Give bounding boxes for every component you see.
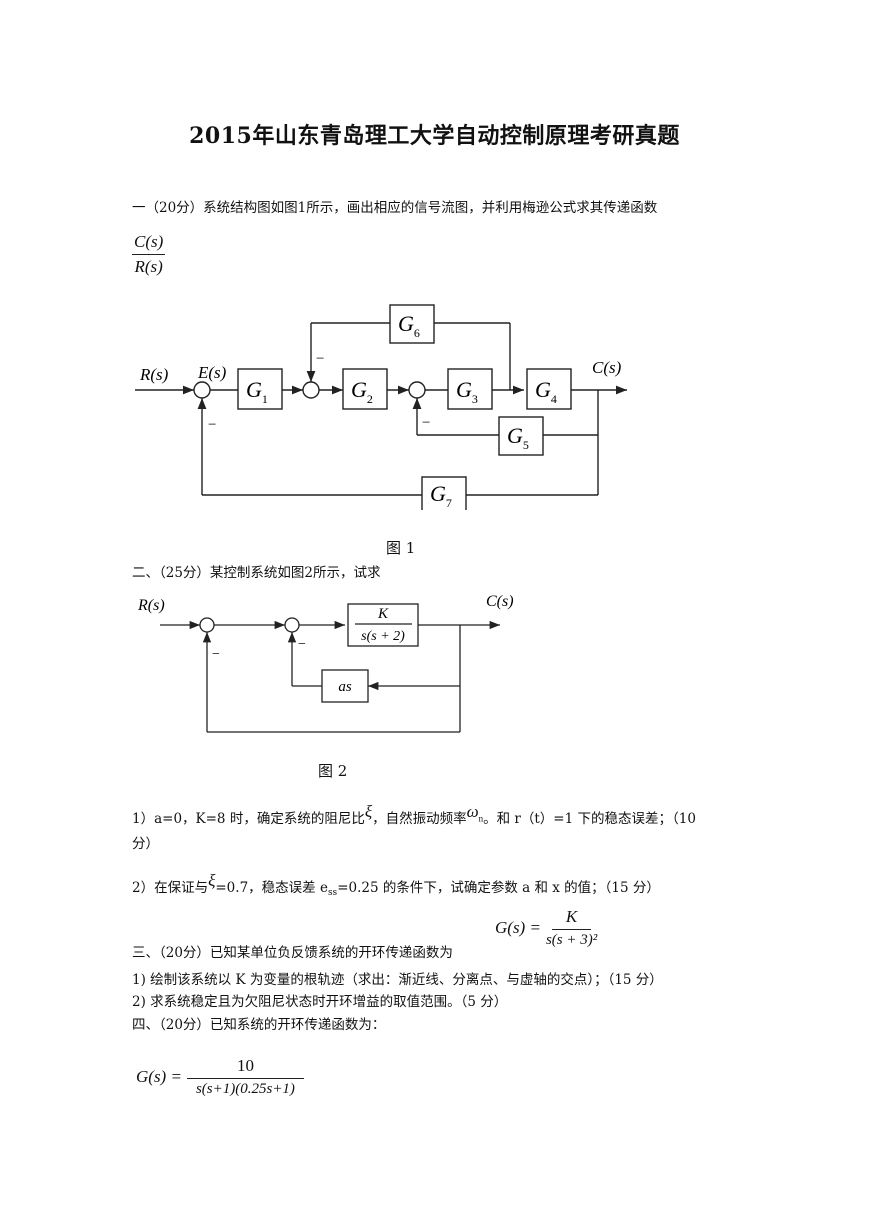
- q4-formula: G(s) = 10 s(s+1)(0.25s+1): [136, 1056, 304, 1098]
- fig2-forward-denominator: s(s + 2): [361, 629, 405, 644]
- question-2-part-1: 1）a=0，K=8 时，确定系统的阻尼比ξ，自然振动频率ωn。和 r（t）=1 …: [132, 802, 696, 827]
- xi-symbol-2: ξ: [208, 871, 216, 890]
- figure-2-caption: 图 2: [318, 762, 348, 780]
- figure-1-caption: 图 1: [386, 539, 416, 557]
- question-2-part-1-cont: 分）: [132, 836, 159, 852]
- block-g4-label: G4: [535, 377, 557, 406]
- question-3-item-1: 1) 绘制该系统以 K 为变量的根轨迹（求出：渐近线、分离点、与虚轴的交点）；（…: [132, 972, 663, 988]
- question-2-text: 二、（25分）某控制系统如图2所示，试求: [132, 565, 381, 581]
- fig2-forward-numerator: K: [377, 606, 389, 622]
- fig2-minus-inner: −: [298, 637, 306, 652]
- question-2-part-2: 2）在保证与ξ=0.7，稳态误差 ess=0.25 的条件下，试确定参数 a 和…: [132, 871, 660, 898]
- block-g5-label: G5: [507, 423, 529, 452]
- fig1-error-label: E(s): [197, 363, 227, 382]
- fig1-minus-g5: −: [422, 415, 430, 431]
- fig1-minus-g7: −: [208, 417, 216, 433]
- question-3-text: 三、（20分）已知某单位负反馈系统的开环传递函数为: [132, 945, 453, 961]
- question-1-text: 一（20分）系统结构图如图1所示，画出相应的信号流图，并利用梅逊公式求其传递函数: [132, 200, 658, 216]
- fig1-minus-g6: −: [316, 351, 324, 367]
- xi-symbol: ξ: [364, 802, 373, 821]
- q3-formula: G(s) = K s(s + 3)²: [495, 907, 598, 948]
- fig1-output-label: C(s): [592, 358, 622, 377]
- omega-symbol: ωn: [466, 802, 484, 824]
- figure-2-block-diagram: R(s) C(s) − − K s(s + 2) as: [137, 593, 514, 733]
- block-g3-label: G3: [456, 377, 478, 406]
- page-title: 2015年山东青岛理工大学自动控制原理考研真题: [189, 123, 680, 149]
- fig2-minus-outer: −: [212, 647, 220, 662]
- fig2-input-label: R(s): [137, 597, 165, 614]
- question-3-item-2: 2) 求系统稳定且为欠阻尼状态时开环增益的取值范围。（5 分）: [132, 994, 508, 1010]
- figure-1-block-diagram: R(s) E(s) C(s) − − − G1 G2 G3 G4 G5 G6 G…: [135, 304, 627, 510]
- block-g2-label: G2: [351, 377, 373, 406]
- block-g6-label: G6: [398, 311, 420, 340]
- q1-frac-numerator: C(s): [132, 232, 166, 255]
- q1-transfer-fraction: C(s) R(s): [132, 232, 166, 277]
- block-g1-label: G1: [246, 377, 268, 406]
- fig2-output-label: C(s): [486, 593, 514, 610]
- q1-frac-denominator: R(s): [134, 257, 163, 276]
- block-g7-label: G7: [430, 481, 452, 510]
- question-4-text: 四、（20分）已知系统的开环传递函数为：: [132, 1017, 386, 1033]
- fig1-input-label: R(s): [139, 365, 169, 384]
- fig2-feedback-label: as: [338, 679, 352, 695]
